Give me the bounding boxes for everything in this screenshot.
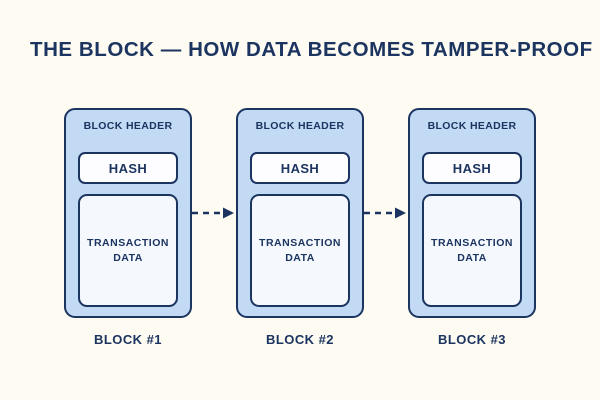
transaction-data-box-2[interactable]: TRANSACTION DATA xyxy=(250,194,350,307)
transaction-data-label-1: TRANSACTION DATA xyxy=(87,236,169,264)
hash-box-1[interactable]: HASH xyxy=(78,152,178,184)
block-card-3[interactable]: BLOCK HEADER HASH TRANSACTION DATA xyxy=(408,108,536,318)
transaction-data-box-3[interactable]: TRANSACTION DATA xyxy=(422,194,522,307)
block-caption-1: BLOCK #1 xyxy=(94,332,162,347)
hash-box-3[interactable]: HASH xyxy=(422,152,522,184)
arrow-block2-to-block3-icon xyxy=(364,205,408,221)
block-header-label-3: BLOCK HEADER xyxy=(427,120,517,132)
block-header-label-2: BLOCK HEADER xyxy=(255,120,345,132)
block-caption-2: BLOCK #2 xyxy=(266,332,334,347)
transaction-data-label-2: TRANSACTION DATA xyxy=(259,236,341,264)
arrow-block1-to-block2-icon xyxy=(192,205,236,221)
block-caption-3: BLOCK #3 xyxy=(438,332,506,347)
block-card-1[interactable]: BLOCK HEADER HASH TRANSACTION DATA xyxy=(64,108,192,318)
block-group-1: BLOCK HEADER HASH TRANSACTION DATA BLOCK… xyxy=(64,108,192,347)
page-title: THE BLOCK — HOW DATA BECOMES TAMPER-PROO… xyxy=(30,38,593,61)
transaction-data-label-3: TRANSACTION DATA xyxy=(431,236,513,264)
hash-label-3: HASH xyxy=(452,160,492,176)
transaction-data-box-1[interactable]: TRANSACTION DATA xyxy=(78,194,178,307)
block-header-label-1: BLOCK HEADER xyxy=(83,120,173,132)
hash-box-2[interactable]: HASH xyxy=(250,152,350,184)
block-group-3: BLOCK HEADER HASH TRANSACTION DATA BLOCK… xyxy=(408,108,536,347)
hash-label-1: HASH xyxy=(108,160,148,176)
block-card-2[interactable]: BLOCK HEADER HASH TRANSACTION DATA xyxy=(236,108,364,318)
hash-label-2: HASH xyxy=(280,160,320,176)
block-group-2: BLOCK HEADER HASH TRANSACTION DATA BLOCK… xyxy=(236,108,364,347)
